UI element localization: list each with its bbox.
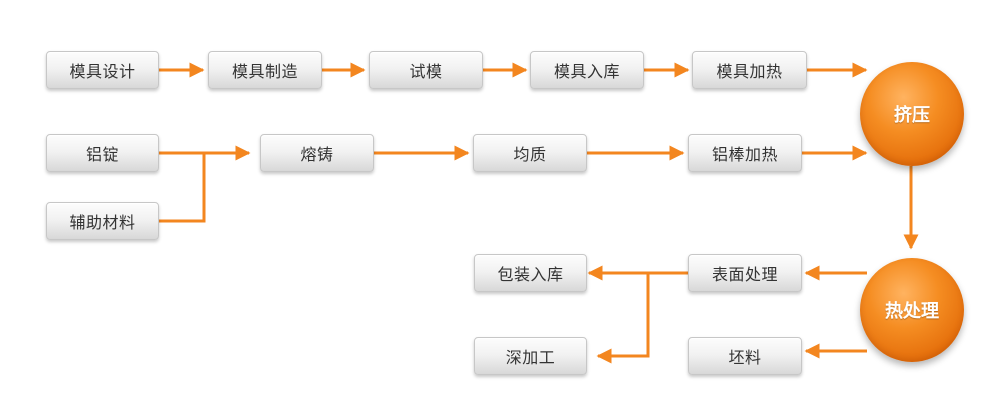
line-auxiliary-materials-to-junction: [159, 153, 206, 223]
node-homogenization: 均质: [473, 134, 587, 172]
node-mold-trial: 试模: [369, 51, 483, 89]
node-packaging-storage: 包装入库: [474, 254, 587, 292]
node-mold-storage: 模具入库: [530, 51, 644, 89]
node-extrusion-circle: 挤压: [860, 62, 964, 166]
node-mold-heating: 模具加热: [692, 51, 807, 89]
node-casting: 熔铸: [260, 134, 374, 172]
arrow-surface-treatment-to-deep-processing: [596, 273, 650, 364]
node-scrap: 坯料: [688, 337, 802, 375]
node-heat-treatment-circle: 热处理: [860, 258, 964, 362]
node-mold-manufacture: 模具制造: [208, 51, 322, 89]
node-mold-design: 模具设计: [46, 51, 159, 89]
node-deep-processing: 深加工: [474, 337, 587, 375]
node-aluminum-rod-heating: 铝棒加热: [688, 134, 802, 172]
node-surface-treatment: 表面处理: [688, 254, 802, 292]
node-auxiliary-materials: 辅助材料: [46, 202, 159, 240]
node-aluminum-ingot: 铝锭: [46, 134, 159, 172]
